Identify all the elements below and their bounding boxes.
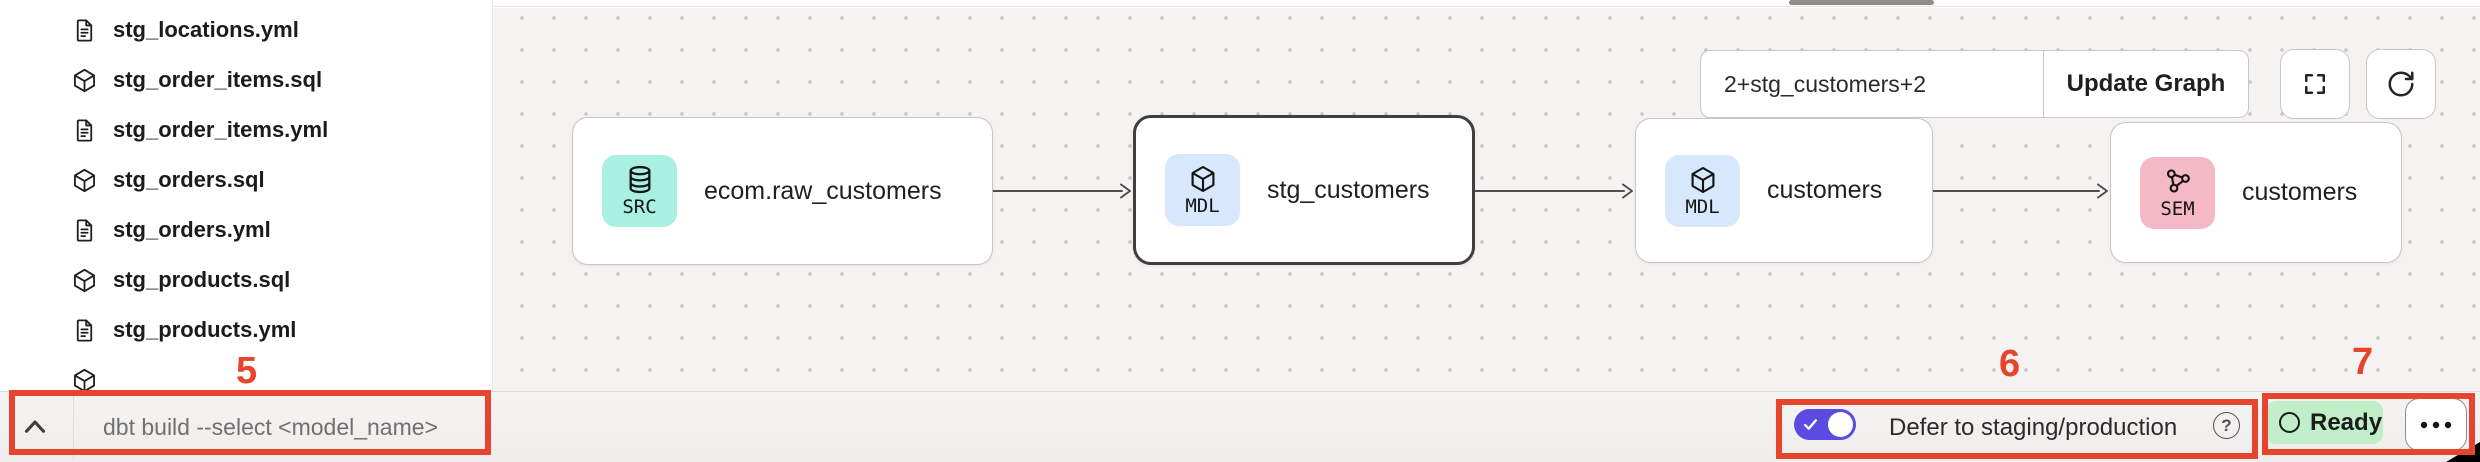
status-circle-icon — [2279, 412, 2300, 433]
node-type-label: MDL — [1685, 195, 1720, 218]
model-cube-icon — [71, 267, 98, 294]
file-doc-icon — [71, 117, 98, 144]
horizontal-scrollbar-thumb[interactable] — [1789, 0, 1934, 5]
defer-toggle[interactable] — [1794, 409, 1856, 440]
node-customers-sem[interactable]: SEM customers — [2110, 122, 2402, 263]
selector-input[interactable] — [1701, 51, 2043, 117]
file-item-stg-locations-yml[interactable]: stg_locations.yml — [0, 5, 492, 55]
node-label: stg_customers — [1267, 175, 1430, 204]
refresh-icon — [2388, 71, 2414, 97]
node-stg-customers[interactable]: MDL stg_customers — [1133, 115, 1475, 265]
command-bar-divider — [73, 396, 74, 459]
mdl-badge: MDL — [1665, 154, 1740, 227]
node-label: customers — [1767, 176, 1883, 204]
ready-label: Ready — [2310, 408, 2383, 436]
file-item-label: stg_order_items.yml — [113, 117, 329, 142]
file-item-label: stg_orders.sql — [113, 167, 265, 192]
fullscreen-button[interactable] — [2280, 49, 2350, 119]
file-item-stg-orders-yml[interactable]: stg_orders.yml — [0, 205, 492, 255]
edge-src-to-stg-customers — [993, 181, 1133, 201]
model-cube-icon — [71, 367, 98, 391]
update-graph-button[interactable]: Update Graph — [2044, 51, 2248, 117]
file-doc-icon — [71, 317, 98, 344]
chevron-up-icon — [24, 420, 46, 433]
defer-label: Defer to staging/production — [1889, 413, 2178, 441]
file-item-label: stg_locations.yml — [113, 17, 299, 42]
selector-divider — [2043, 51, 2044, 117]
fullscreen-icon — [2305, 74, 2325, 94]
file-item-partial[interactable] — [0, 355, 492, 391]
database-icon — [629, 165, 650, 194]
file-item-stg-products-sql[interactable]: stg_products.sql — [0, 255, 492, 305]
node-type-label: SRC — [622, 196, 657, 218]
file-item-label: stg_products.yml — [113, 317, 297, 342]
node-label: customers — [2242, 178, 2358, 206]
file-item-stg-order-items-sql[interactable]: stg_order_items.sql — [0, 55, 492, 105]
ellipsis-icon — [2420, 421, 2452, 428]
node-label: ecom.raw_customers — [704, 176, 942, 205]
lineage-canvas[interactable]: SRC ecom.raw_customers MDL stg_customers… — [493, 0, 2480, 391]
toggle-knob — [1828, 412, 1853, 437]
model-cube-icon — [71, 67, 98, 94]
file-item-stg-products-yml[interactable]: stg_products.yml — [0, 305, 492, 355]
graph-selector-box: Update Graph — [1700, 50, 2249, 118]
model-cube-icon — [71, 167, 98, 194]
file-tree-panel: stg_locations.yml stg_order_items.sql st… — [0, 0, 493, 391]
dbt-command-input[interactable] — [90, 400, 480, 454]
help-icon[interactable]: ? — [2213, 412, 2240, 439]
node-type-label: MDL — [1185, 195, 1220, 217]
check-icon — [1801, 415, 1820, 434]
src-badge: SRC — [602, 155, 677, 227]
cube-icon — [1191, 165, 1214, 193]
edge-stg-customers-to-customers — [1475, 181, 1635, 201]
node-customers-mdl[interactable]: MDL customers — [1635, 118, 1933, 263]
node-ecom-raw-customers[interactable]: SRC ecom.raw_customers — [572, 117, 993, 265]
semantic-icon — [2166, 168, 2190, 193]
file-item-stg-orders-sql[interactable]: stg_orders.sql — [0, 155, 492, 205]
node-type-label: SEM — [2160, 197, 2195, 220]
mouse-cursor-fragment — [2446, 442, 2480, 462]
file-doc-icon — [71, 17, 98, 44]
file-item-label: stg_orders.yml — [113, 217, 271, 242]
refresh-button[interactable] — [2366, 49, 2436, 119]
mdl-badge: MDL — [1165, 154, 1240, 226]
collapse-panel-button[interactable] — [18, 410, 52, 444]
file-item-stg-order-items-yml[interactable]: stg_order_items.yml — [0, 105, 492, 155]
canvas-top-gutter — [493, 0, 2480, 7]
edge-customers-to-customers-sem — [1933, 181, 2110, 201]
file-doc-icon — [71, 217, 98, 244]
sem-badge: SEM — [2140, 156, 2215, 229]
status-bar: Defer to staging/production ? Ready — [0, 391, 2480, 462]
environment-ready-badge[interactable]: Ready — [2266, 401, 2383, 444]
file-item-label: stg_order_items.sql — [113, 67, 323, 92]
cube-icon — [1691, 166, 1714, 193]
file-item-label: stg_products.sql — [113, 267, 291, 292]
